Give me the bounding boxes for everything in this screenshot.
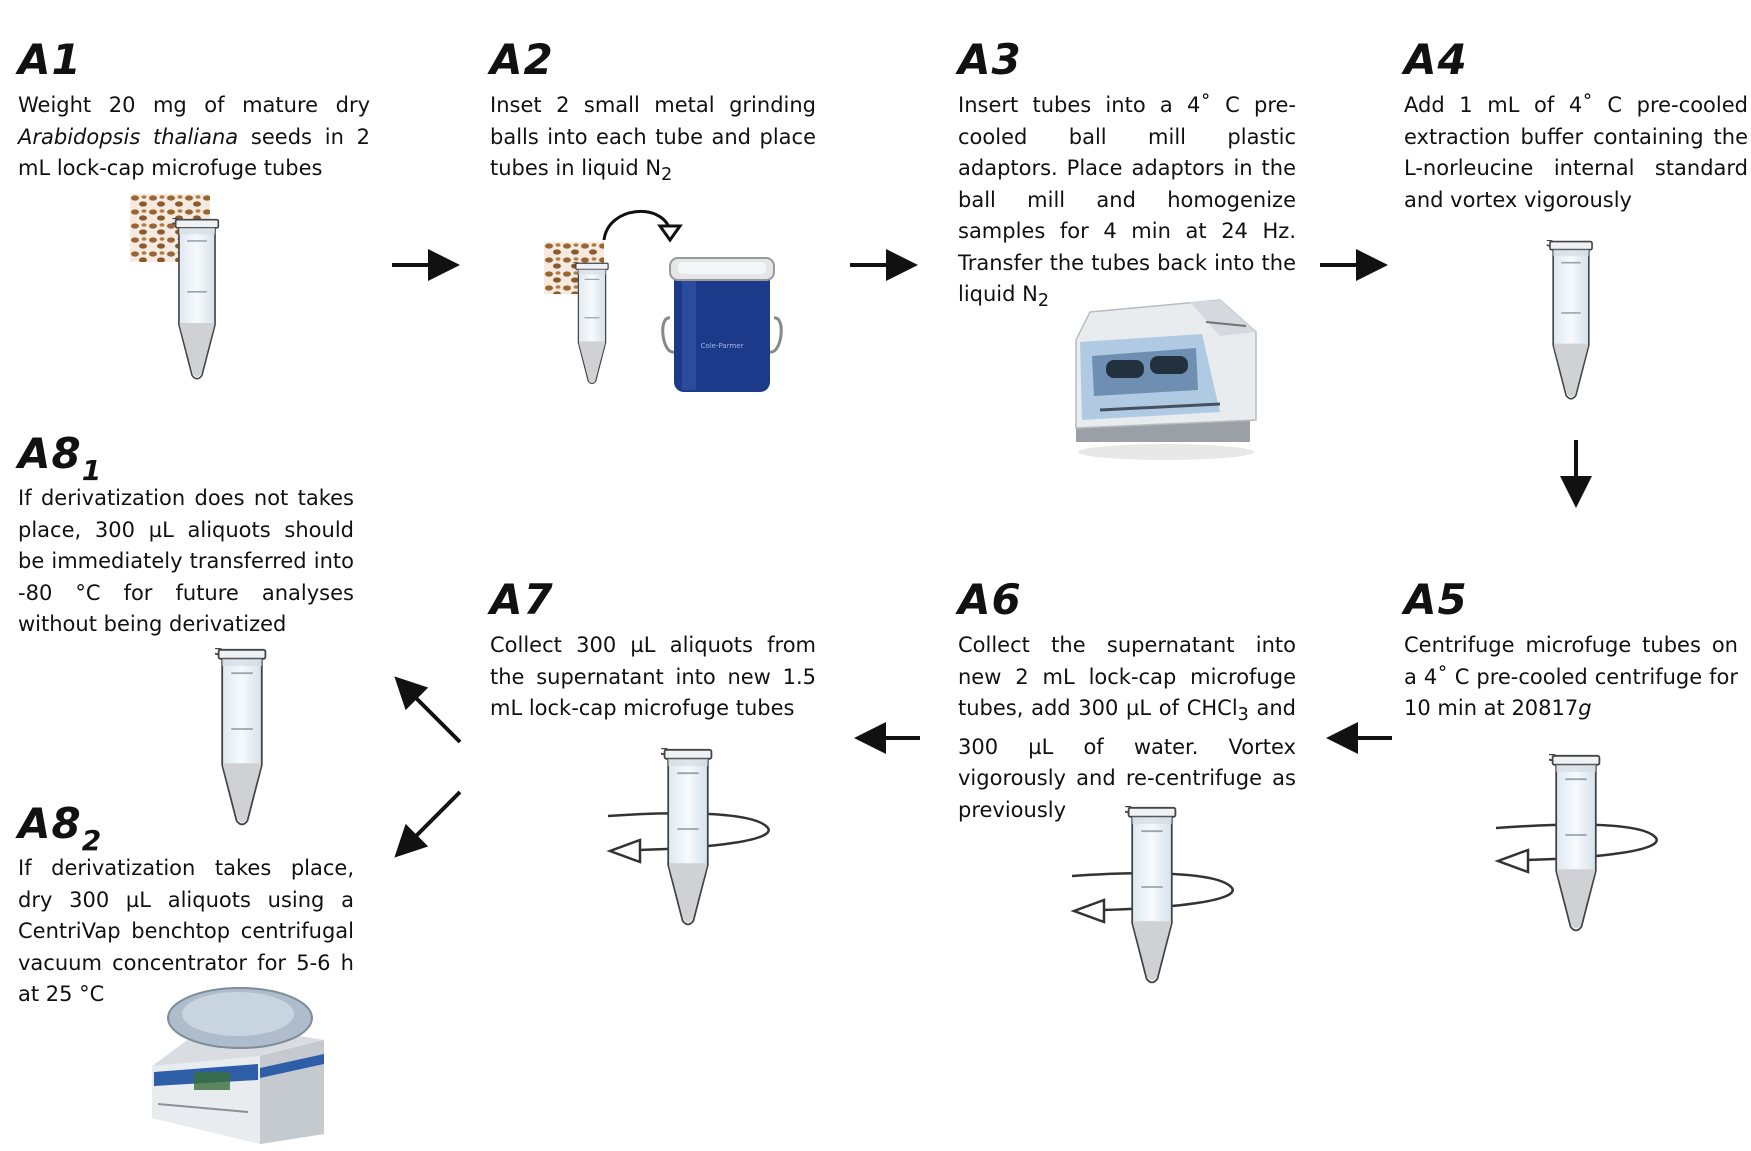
- step-a4-label: A4: [1404, 35, 1468, 84]
- step-a4-text: Add 1 mL of 4˚ C pre-cooled extraction b…: [1404, 93, 1748, 212]
- step-a2: A2 Inset 2 small metal grinding balls in…: [490, 36, 816, 192]
- arrow-up-left-icon: [394, 676, 462, 744]
- step-a6: A6 Collect the supernatant into new 2 mL…: [958, 576, 1296, 826]
- centrivap-concentrator-image: [152, 987, 324, 1144]
- step-a8-1-label: A81: [18, 429, 103, 488]
- step-a8-1-text: If derivatization does not takes place, …: [18, 486, 354, 636]
- step-a3: A3 Insert tubes into a 4˚ C pre-cooled b…: [958, 36, 1296, 318]
- arrow-down-left-icon: [394, 790, 462, 858]
- step-a1: A1 Weight 20 mg of mature dry Arabidopsi…: [18, 36, 370, 185]
- step-a5-text: Centrifuge microfuge tubes on a 4˚ C pre…: [1404, 633, 1738, 720]
- step-a2-label: A2: [490, 35, 554, 84]
- step-a5-label: A5: [1404, 575, 1468, 624]
- step-a6-text: Collect the supernatant into new 2 mL lo…: [958, 633, 1296, 822]
- step-a7-text: Collect 300 µL aliquots from the superna…: [490, 633, 816, 720]
- step-a8-2-label: A82: [18, 799, 103, 858]
- step-a7: A7 Collect 300 µL aliquots from the supe…: [490, 576, 816, 725]
- step-a8-2-text: If derivatization takes place, dry 300 µ…: [18, 856, 354, 1006]
- step-a6-label: A6: [958, 575, 1022, 624]
- step-a8-1: A81 If derivatization does not takes pla…: [18, 430, 354, 641]
- step-a2-text: Inset 2 small metal grinding balls into …: [490, 93, 816, 186]
- centrifuge-tube-icon: [1070, 806, 1234, 986]
- step-a1-label: A1: [18, 35, 82, 84]
- step-a8-2: A82 If derivatization takes place, dry 3…: [18, 800, 354, 1011]
- step-a5: A5 Centrifuge microfuge tubes on a 4˚ C …: [1404, 576, 1738, 725]
- centrifuge-tube-icon: [606, 748, 770, 928]
- step-a1-text: Weight 20 mg of mature dry Arabidopsis t…: [18, 93, 370, 180]
- step-a7-label: A7: [490, 575, 554, 624]
- step-a3-label: A3: [958, 35, 1022, 84]
- ball-mill-image: [1075, 299, 1257, 460]
- centrifuge-tube-icon: [1494, 754, 1658, 934]
- step-a4: A4 Add 1 mL of 4˚ C pre-cooled extractio…: [1404, 36, 1748, 216]
- liquid-nitrogen-dewar-icon: Cole-Parmer: [661, 257, 783, 392]
- step-a3-text: Insert tubes into a 4˚ C pre-cooled ball…: [958, 93, 1296, 312]
- svg-text:Cole-Parmer: Cole-Parmer: [701, 342, 744, 350]
- curved-arrow-icon: [602, 209, 683, 243]
